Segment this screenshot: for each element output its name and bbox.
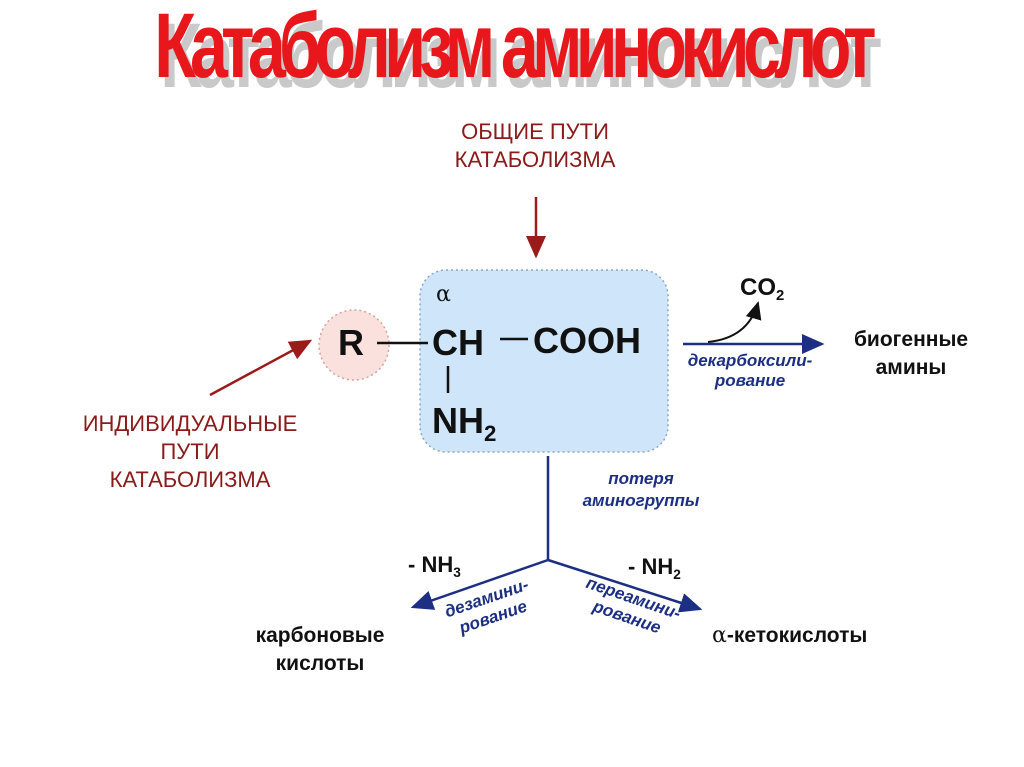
co2-text: CO [740,274,776,301]
general-paths-line1: ОБЩИЕ ПУТИ [461,119,609,144]
amino-acid-box [419,269,669,453]
individual-paths-line1: ИНДИВИДУАЛЬНЫЕ [82,411,298,436]
nh2-subscript: 2 [484,420,497,446]
nh2-group: NH2 [432,400,496,444]
minus-nh2-label: - NH2 [628,554,681,582]
amino-loss-line2: аминогруппы [582,491,700,510]
alpha-symbol: α [436,282,451,307]
ketoacids-text: -кетокислоты [726,624,868,647]
ch-group: CH [432,322,484,363]
decarboxylation-line2: рование [714,371,786,390]
ketoacids-alpha: α [712,623,727,648]
minus-nh3-label: - NH3 [408,552,461,580]
cooh-group: COOH [533,320,641,361]
carboxylic-acids-line2: кислоты [275,652,365,675]
carboxylic-acids-line1: карбоновые [255,624,385,647]
page-title: Катаболизм аминокислот [154,0,876,97]
carboxylic-acids-label: карбоновые кислоты [225,622,415,678]
decarboxylation-line1: декарбоксили- [687,351,813,370]
individual-paths-arrow [209,339,313,397]
biogenic-amines-label: биогенные амины [826,326,996,382]
general-paths-label: ОБЩИЕ ПУТИ КАТАБОЛИЗМА [410,118,660,174]
transamination-arrow [547,558,703,613]
individual-paths-line2: ПУТИ [160,439,220,464]
individual-paths-line3: КАТАБОЛИЗМА [109,467,271,492]
co2-label: CO2 [740,274,785,305]
r-group: R [338,322,364,363]
biogenic-amines-line2: амины [875,356,947,379]
general-paths-line2: КАТАБОЛИЗМА [454,147,616,172]
individual-paths-label: ИНДИВИДУАЛЬНЫЕ ПУТИ КАТАБОЛИЗМА [50,410,330,494]
nh2-text: NH [432,400,484,441]
minus-nh2-subscript: 2 [673,566,681,582]
amino-loss-line1: потеря [608,469,674,488]
ketoacids-label: α-кетокислоты [712,623,867,648]
r-group-circle [318,309,390,381]
deamination-arrow [410,558,549,610]
biogenic-amines-line1: биогенные [853,328,969,351]
decarboxylation-label: декарбоксили- рование [670,351,830,391]
title-shadow: Катаболизм аминокислот [160,5,882,107]
minus-nh3-subscript: 3 [453,564,461,580]
co2-subscript: 2 [776,288,785,305]
amino-loss-label: потеря аминогруппы [556,468,726,512]
minus-nh2-text: - NH [628,554,674,579]
co2-release-arrow [707,301,762,343]
minus-nh3-text: - NH [408,552,454,577]
